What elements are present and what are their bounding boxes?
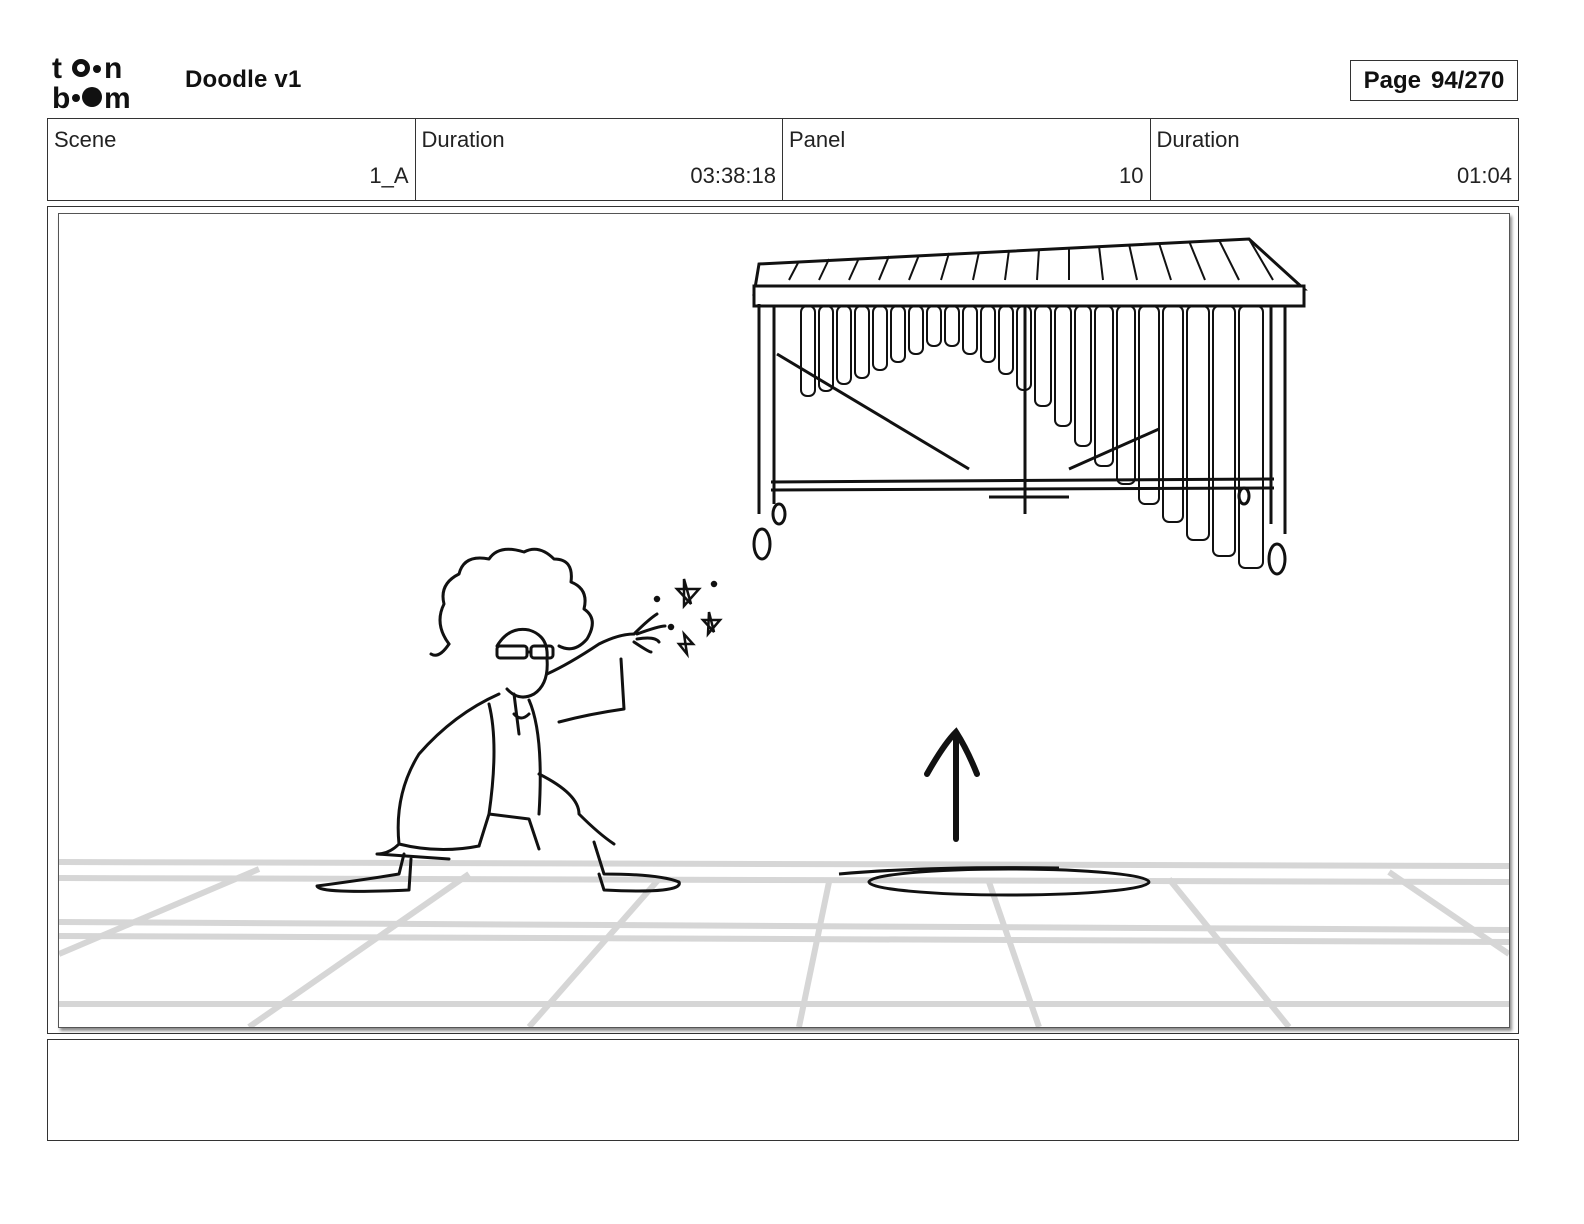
storyboard-drawing xyxy=(58,213,1510,1028)
sparkle-icon xyxy=(653,578,723,659)
svg-text:m: m xyxy=(104,82,131,110)
project-title: Doodle v1 xyxy=(185,66,302,93)
scene-label: Scene xyxy=(54,127,117,152)
svg-text:t: t xyxy=(52,52,62,85)
svg-text:n: n xyxy=(104,52,122,85)
scene-duration-label: Duration xyxy=(421,127,505,152)
up-arrow-icon xyxy=(924,727,980,842)
page-number: 94/270 xyxy=(1430,66,1505,94)
panel-duration-value: 01:04 xyxy=(1456,163,1512,188)
xylophone-sketch-icon xyxy=(752,237,1308,576)
panel-frame xyxy=(47,206,1519,1034)
scene-duration-value: 03:38:18 xyxy=(690,163,776,188)
svg-text:b: b xyxy=(52,82,70,110)
toon-boom-logo: t n b m xyxy=(52,52,164,115)
character-sketch-icon xyxy=(315,547,681,893)
panel-notes-box xyxy=(47,1039,1519,1141)
scene-duration-cell: Duration 03:38:18 xyxy=(416,119,783,200)
scene-value: 1_A xyxy=(369,163,409,188)
floor-grid xyxy=(59,859,1509,1027)
panel-duration-cell: Duration 01:04 xyxy=(1151,119,1519,200)
scene-cell: Scene 1_A xyxy=(48,119,416,200)
panel-label: Panel xyxy=(789,127,846,152)
page-indicator: Page 94/270 xyxy=(1350,60,1518,101)
panel-value: 10 xyxy=(1119,163,1144,188)
panel-info-table: Scene 1_A Duration 03:38:18 Panel 10 Dur… xyxy=(47,118,1519,201)
panel-duration-label: Duration xyxy=(1156,127,1240,152)
panel-cell: Panel 10 xyxy=(783,119,1151,200)
page-label: Page xyxy=(1363,66,1421,94)
floor-hole-icon xyxy=(838,866,1151,897)
